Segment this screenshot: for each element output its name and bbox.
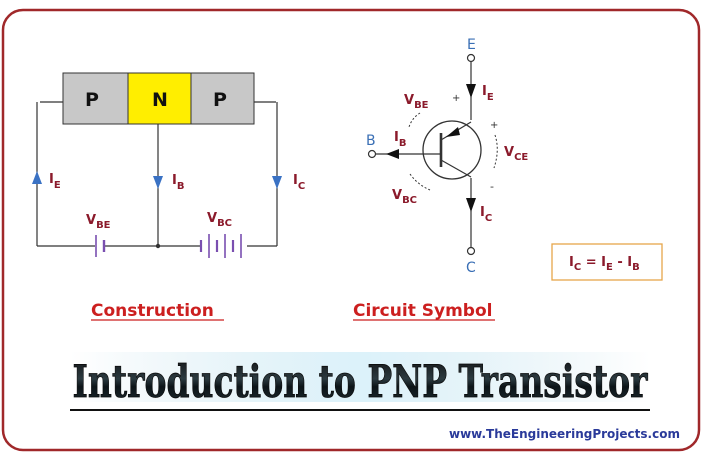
- construction-ic-label: IC: [293, 173, 305, 192]
- equation-box: IC = IE - IB: [551, 243, 663, 281]
- terminal-e: [466, 53, 476, 63]
- vce-plus: +: [490, 120, 498, 131]
- symbol-caption: Circuit Symbol: [353, 301, 492, 321]
- vce-minus: -: [490, 180, 494, 193]
- equation-text: IC = IE - IB: [569, 255, 640, 273]
- emitter-arrow-icon: [446, 127, 460, 137]
- n-region: [127, 72, 192, 125]
- symbol-ic-label: IC: [480, 205, 492, 224]
- construction-diagram: P N P IE IB: [32, 72, 305, 321]
- watermark-url: www.TheEngineeringProjects.com: [449, 427, 680, 441]
- ie-arrow-icon: [32, 171, 42, 184]
- junction-dot: [155, 243, 161, 249]
- page-title: Introduction to PNP Transistor: [73, 355, 649, 408]
- p-region-right: [190, 72, 255, 125]
- terminal-b: [367, 149, 377, 159]
- transistor-circle: [422, 120, 482, 180]
- symbol-ie-label: IE: [482, 84, 494, 103]
- p-region-left: [62, 72, 129, 125]
- terminal-b-label: B: [366, 133, 376, 149]
- symbol-vbe-label: VBE: [404, 93, 429, 111]
- n-region-label: N: [152, 89, 168, 111]
- construction-ie-label: IE: [49, 172, 61, 191]
- terminal-c-label: C: [466, 260, 476, 276]
- terminal-e-label: E: [467, 37, 476, 53]
- p-region-right-label: P: [213, 89, 227, 111]
- construction-ib-label: IB: [172, 173, 184, 192]
- p-region-left-label: P: [85, 89, 99, 111]
- title-banner: Introduction to PNP Transistor: [70, 352, 650, 411]
- construction-caption: Construction: [91, 301, 214, 321]
- symbol-ib-label: IB: [394, 130, 406, 149]
- ic-arrow-icon: [272, 176, 282, 189]
- symbol-ie-arrow-icon: [466, 84, 476, 98]
- battery-vbc: [199, 234, 242, 258]
- symbol-ic-arrow-icon: [466, 198, 476, 212]
- ib-arrow-icon: [153, 176, 163, 189]
- symbol-ib-arrow-icon: [386, 149, 399, 159]
- circuit-symbol: E C B + + - IE IB IC VBE VCE VBC: [353, 37, 528, 321]
- symbol-vce-label: VCE: [504, 145, 528, 163]
- battery-vbe: [95, 235, 106, 257]
- construction-vbc-label: VBC: [207, 211, 232, 229]
- symbol-vbc-label: VBC: [392, 188, 417, 206]
- terminal-c: [466, 246, 476, 256]
- vbe-plus: +: [452, 93, 460, 104]
- construction-vbe-label: VBE: [86, 213, 111, 231]
